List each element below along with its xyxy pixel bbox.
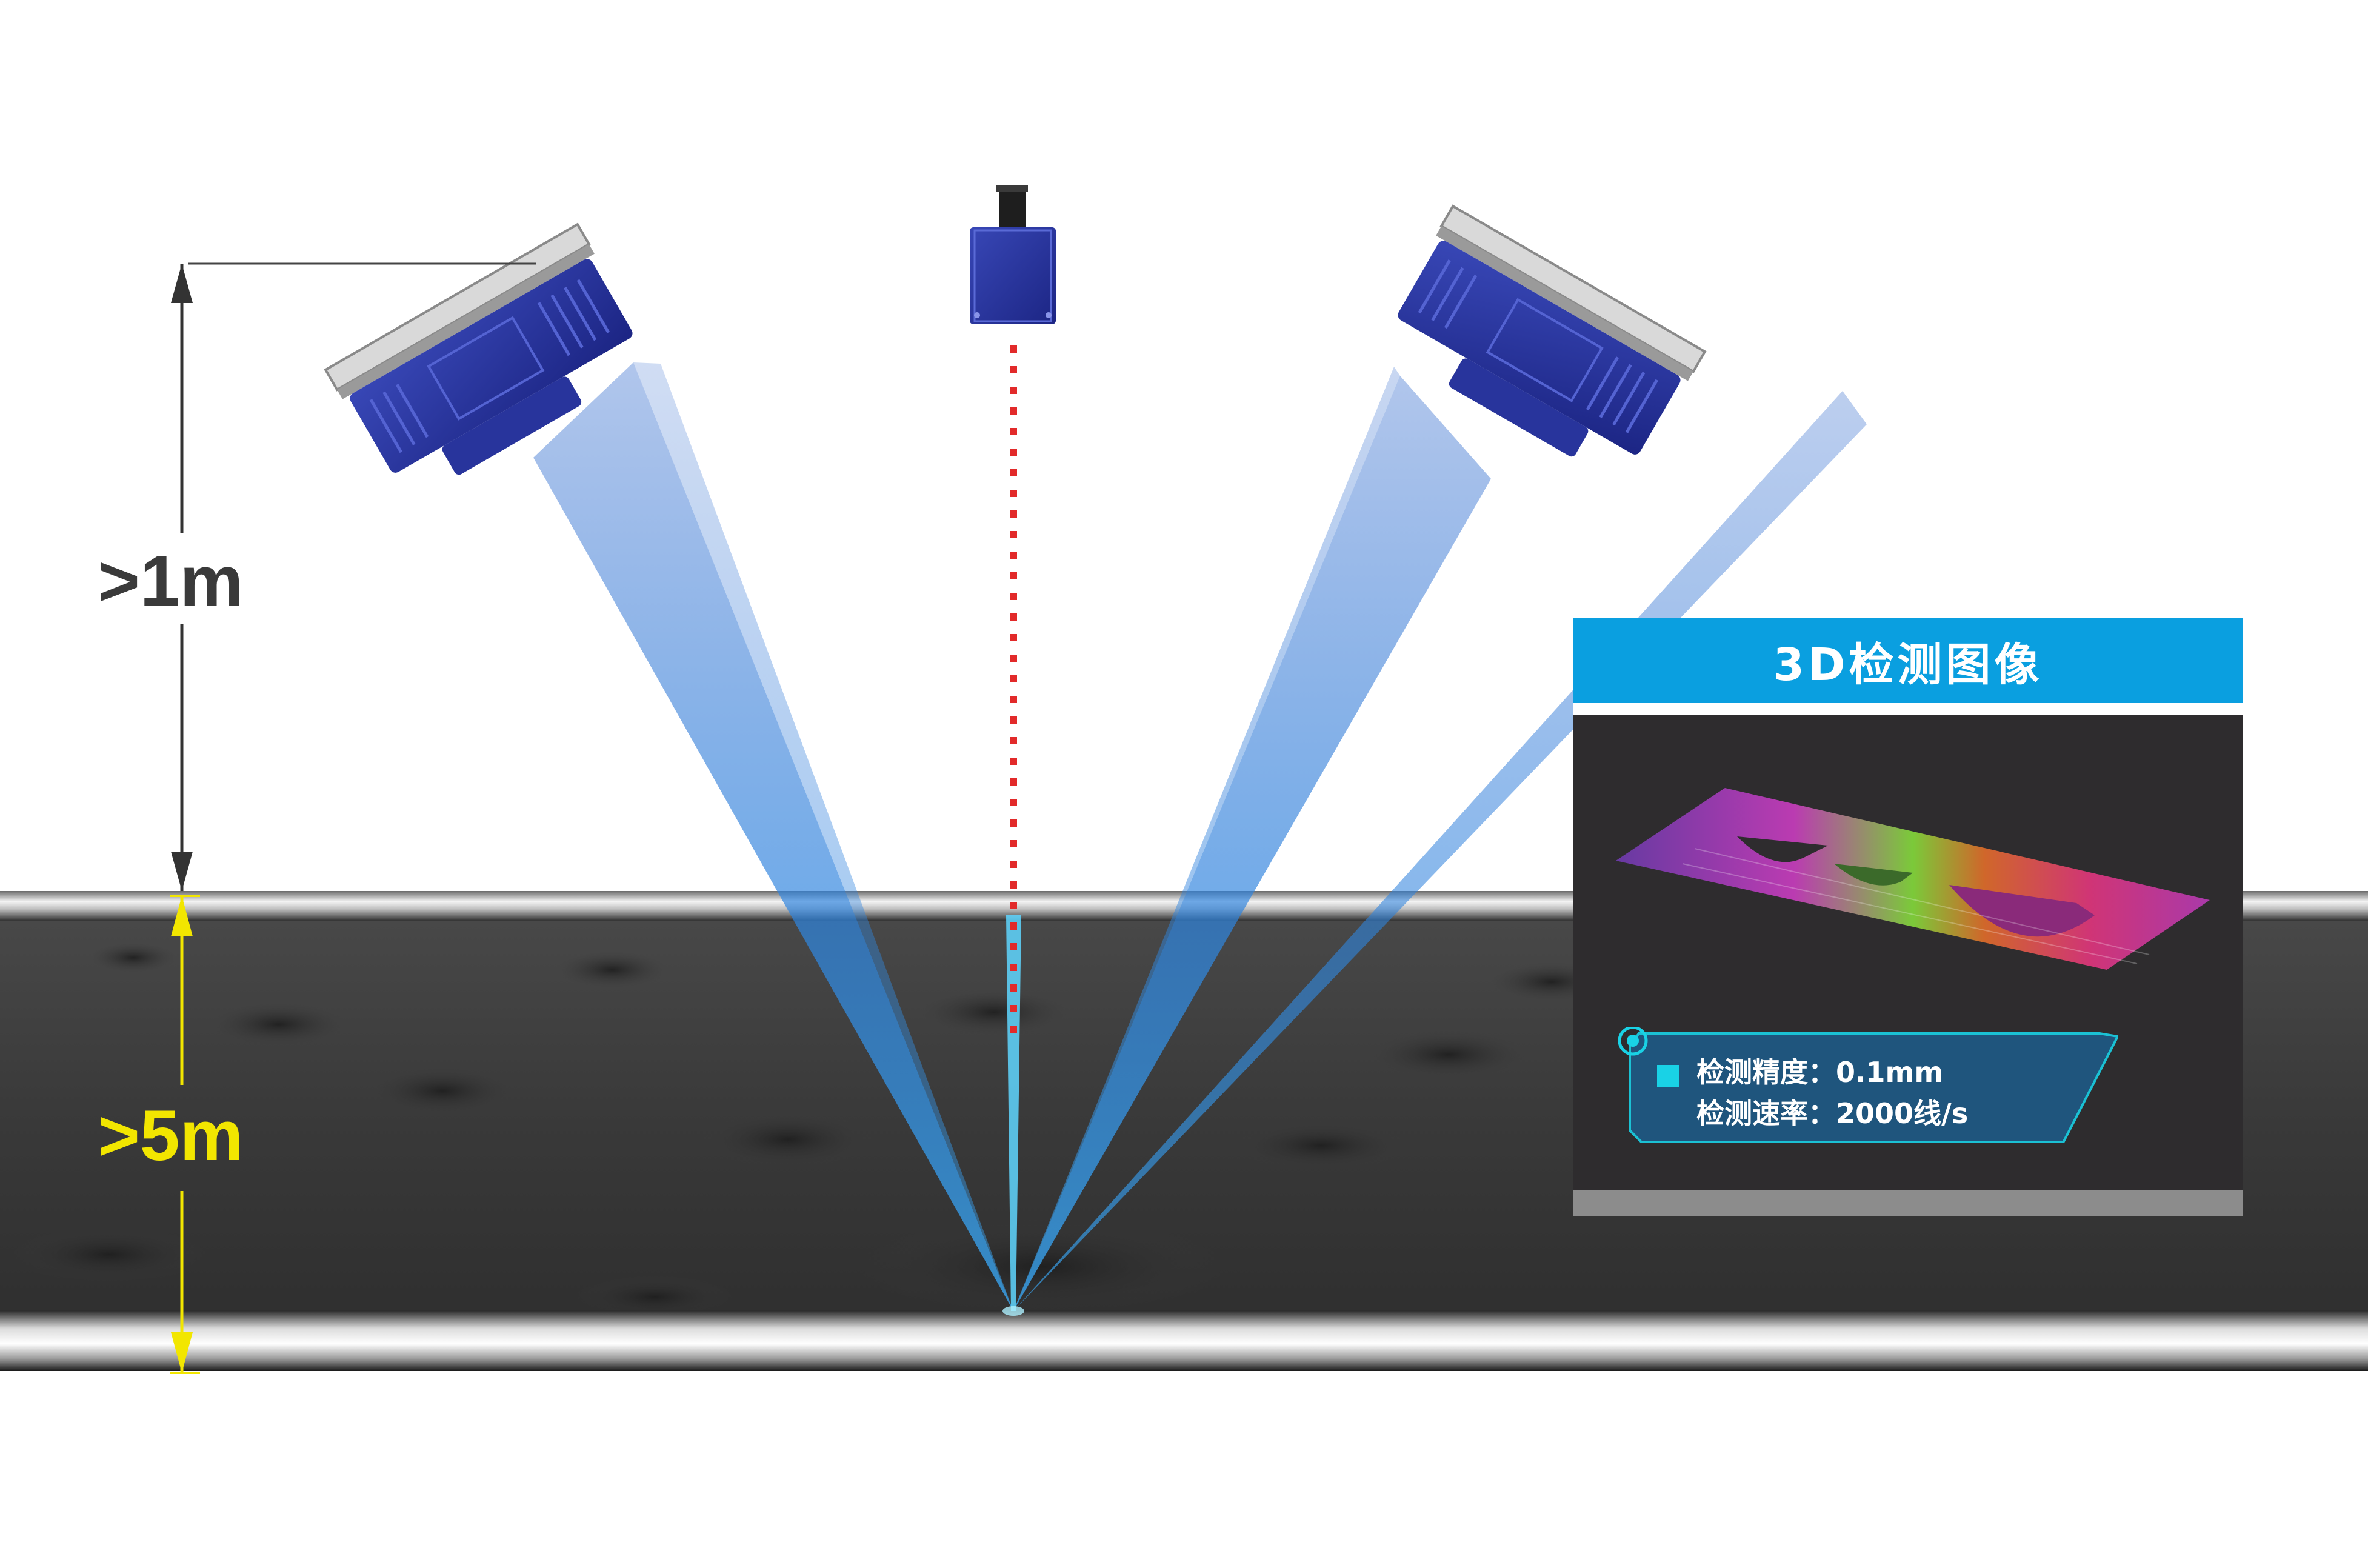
center-laser-line <box>1006 915 1021 1311</box>
3d-scan-image <box>1616 788 2210 970</box>
panel-title: 3D检测图像 <box>1573 618 2243 703</box>
right-3d-sensor <box>1398 204 1707 457</box>
spec-speed: 检测速率：2000线/s <box>1696 1097 1969 1130</box>
material-piles <box>12 942 1612 1318</box>
scan-surface <box>1616 788 2210 970</box>
left-beam <box>533 362 1013 1311</box>
spec-callout-frame <box>1618 1027 2118 1143</box>
3d-detection-panel: 3D检测图像 检测精度：0.1mm <box>1573 618 2243 1216</box>
scan-dent-3 <box>1949 885 2095 937</box>
scan-dent-2 <box>1834 864 1913 886</box>
callout-marker-icon <box>1618 1027 1648 1056</box>
width-dimension <box>170 895 200 1374</box>
height-dimension <box>171 262 536 891</box>
height-label: >1m <box>98 541 244 621</box>
panel-header-divider <box>1573 703 2243 715</box>
panel-footer <box>1573 1190 2243 1216</box>
center-camera <box>970 185 1056 324</box>
conveyor-rail-bottom <box>0 1310 2368 1371</box>
spec-callout: 检测精度：0.1mm 检测速率：2000线/s <box>1615 1027 2118 1143</box>
right-beam <box>1013 376 1491 1311</box>
width-label: >5m <box>98 1096 244 1176</box>
bullet-square-icon <box>1657 1065 1679 1087</box>
left-3d-sensor <box>324 222 633 475</box>
scan-dent-1 <box>1737 836 1828 862</box>
spec-precision: 检测精度：0.1mm <box>1696 1056 1944 1089</box>
